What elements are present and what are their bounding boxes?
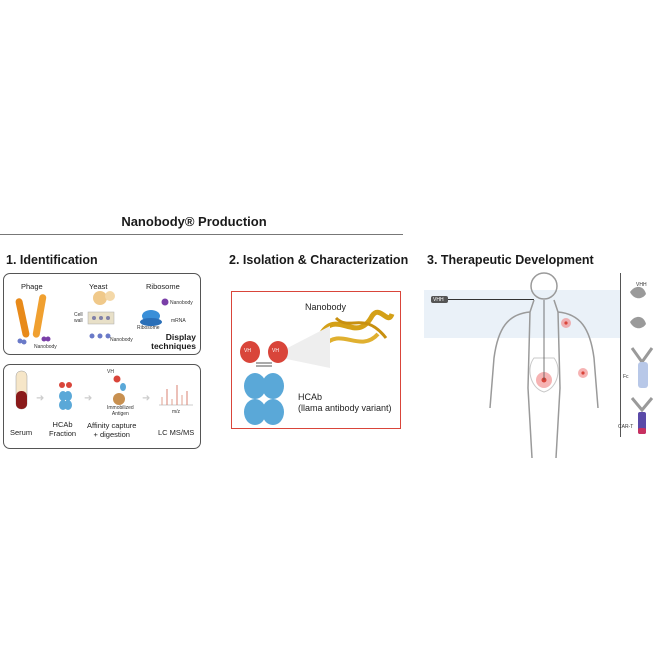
ribosome-nanobody bbox=[161, 298, 169, 306]
ribosome-illustration bbox=[140, 298, 169, 326]
fc-label: Fc bbox=[623, 374, 629, 380]
ribbon-strand bbox=[322, 332, 380, 348]
ribbon-strand bbox=[334, 316, 388, 339]
vhh-icon bbox=[630, 316, 646, 329]
arrow-icon: ➜ bbox=[36, 393, 45, 404]
ribosome-lower bbox=[140, 318, 162, 326]
yeast-dot bbox=[92, 316, 96, 320]
yeast-nanobody bbox=[89, 333, 95, 339]
human-body-outline bbox=[489, 272, 599, 459]
affinity-capture-icon bbox=[113, 375, 126, 405]
section-title-therapeutic: 3. Therapeutic Development bbox=[427, 253, 594, 267]
section-title-identification: 1. Identification bbox=[6, 253, 98, 267]
yeast-dot bbox=[99, 316, 103, 320]
hcab-body bbox=[64, 400, 72, 410]
nanobody-title: Nanobody bbox=[305, 302, 347, 312]
therapeutic-icons bbox=[630, 286, 654, 434]
yeast-nanobody bbox=[105, 333, 111, 339]
nanobody-label-phage: Nanobody bbox=[34, 344, 57, 350]
vhh-chip bbox=[431, 296, 448, 303]
immobilized-antigen-label: Immobilized Antigen bbox=[107, 405, 134, 417]
arm-target-point bbox=[581, 371, 585, 375]
section-title-isolation: 2. Isolation & Characterization bbox=[229, 253, 409, 267]
hcab-head bbox=[59, 382, 65, 388]
phage-bead bbox=[21, 339, 27, 345]
hcab-label: HCAb (llama antibody variant) bbox=[298, 392, 392, 413]
serum-tube-icon bbox=[15, 370, 28, 410]
mz-label: m/z bbox=[172, 409, 181, 415]
vhh-icon bbox=[630, 286, 646, 299]
immobilized-antigen-bead bbox=[113, 393, 125, 405]
cell-wall-label: Cell wall bbox=[74, 312, 83, 324]
cart-label: CAR-T bbox=[618, 424, 634, 430]
yeast-dot bbox=[106, 316, 110, 320]
vh-right-label: VH bbox=[272, 348, 279, 354]
ribosome-label: Ribosome bbox=[146, 282, 180, 291]
car-t-tip bbox=[638, 428, 646, 434]
vh-label-affinity: VH bbox=[107, 369, 114, 375]
shoulder-target-point bbox=[564, 321, 568, 325]
pointer-line bbox=[448, 299, 534, 300]
hcab-fraction-label: HCAb Fraction bbox=[49, 420, 77, 438]
hcab-body bbox=[64, 391, 72, 401]
affinity-fragment bbox=[120, 383, 126, 391]
header-divider bbox=[0, 234, 403, 235]
phage-rod-2 bbox=[32, 294, 47, 338]
constant-domain bbox=[262, 373, 284, 399]
yeast-cell bbox=[105, 291, 115, 301]
page-title: Nanobody® Production bbox=[121, 214, 267, 229]
yeast-nanobody bbox=[97, 333, 103, 339]
yeast-label: Yeast bbox=[89, 282, 108, 291]
arrow-icon: ➜ bbox=[84, 393, 93, 404]
hcab-antibody bbox=[240, 341, 288, 425]
yeast-illustration bbox=[87, 291, 115, 339]
tube-blood bbox=[16, 391, 27, 409]
display-techniques-panel: Phage Yeast Ribosome Nanobody Cell wall … bbox=[3, 273, 201, 355]
affinity-label: Affinity capture + digestion bbox=[87, 421, 137, 439]
fc-domain bbox=[638, 362, 648, 388]
hcab-small-icon bbox=[59, 382, 72, 410]
arrow-icon: ➜ bbox=[142, 393, 151, 404]
mrna-label: mRNA bbox=[171, 318, 186, 324]
constant-domain bbox=[244, 399, 266, 425]
phage-bead bbox=[41, 336, 47, 342]
phage-illustration bbox=[15, 294, 51, 345]
nanobody-label-yeast: Nanobody bbox=[110, 337, 133, 343]
workflow-panel: Serum ➜ HCAb Fraction ➜ VH Immobilized A… bbox=[3, 364, 201, 449]
yeast-cell bbox=[93, 291, 107, 305]
lcms-label: LC MS/MS bbox=[158, 428, 195, 437]
ribbon-strand bbox=[317, 309, 395, 338]
phage-rod-1 bbox=[15, 298, 30, 338]
torso-outline bbox=[489, 299, 599, 459]
affinity-vh bbox=[113, 375, 121, 383]
car-t-icon bbox=[630, 397, 654, 413]
phage-bead bbox=[17, 338, 23, 344]
panel-divider bbox=[620, 273, 621, 437]
phage-label: Phage bbox=[21, 282, 43, 291]
vhh-top-label: VHH bbox=[636, 282, 647, 288]
vh-domain bbox=[240, 341, 260, 363]
constant-domain bbox=[244, 373, 266, 399]
fc-fusion-icon bbox=[630, 347, 654, 365]
organs bbox=[529, 357, 559, 393]
nanobody-label-ribosome: Nanobody bbox=[170, 300, 193, 306]
phage-bead bbox=[45, 336, 51, 342]
serum-label: Serum bbox=[10, 428, 33, 437]
constant-domain bbox=[262, 399, 284, 425]
vh-domain bbox=[268, 341, 288, 363]
mass-spectrum-icon bbox=[159, 385, 193, 406]
hcab-head bbox=[66, 382, 72, 388]
display-techniques-caption: Display techniques bbox=[151, 332, 196, 351]
isolation-panel: Nanobody VH VH HCAb (llama antibody vari… bbox=[231, 291, 401, 429]
head bbox=[530, 272, 558, 300]
ribosome-small-label: Ribosome bbox=[137, 325, 160, 331]
vh-left-label: VH bbox=[244, 348, 251, 354]
vhh-chip-label: VHH bbox=[433, 297, 444, 303]
